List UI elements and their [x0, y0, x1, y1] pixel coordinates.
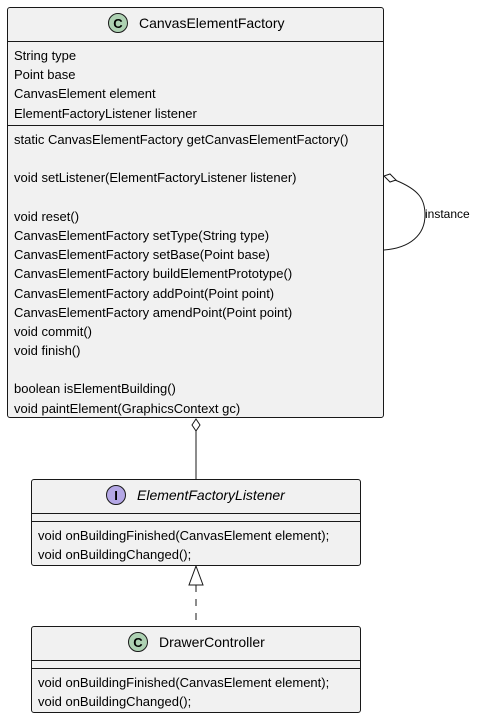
class-drawer-controller[interactable]: C DrawerController void onBuildingFinish…	[31, 626, 361, 713]
methods-section: static CanvasElementFactory getCanvasEle…	[8, 126, 383, 422]
interface-name: ElementFactoryListener	[137, 487, 285, 503]
class-header: C CanvasElementFactory	[8, 8, 383, 42]
method: void setListener(ElementFactoryListener …	[14, 170, 297, 186]
methods-section: void onBuildingFinished(CanvasElement el…	[32, 669, 360, 715]
method: void commit()	[14, 323, 93, 339]
method: void onBuildingFinished(CanvasElement el…	[38, 675, 330, 690]
attributes-section: String type Point base CanvasElement ele…	[8, 42, 383, 126]
attribute: Point base	[14, 67, 76, 83]
method: CanvasElementFactory buildElementPrototy…	[14, 266, 293, 282]
self-association-line	[383, 179, 426, 251]
fields-section	[32, 514, 360, 522]
attribute: CanvasElement element	[14, 86, 156, 102]
method: CanvasElementFactory setBase(Point base)	[14, 247, 270, 263]
method: void reset()	[14, 208, 80, 224]
attribute: String type	[14, 48, 77, 63]
fields-section	[32, 661, 360, 669]
class-c-icon: C	[108, 13, 128, 33]
interface-element-factory-listener[interactable]: I ElementFactoryListener void onBuilding…	[31, 479, 361, 566]
method: void finish()	[14, 343, 81, 359]
method: CanvasElementFactory setType(String type…	[14, 227, 270, 243]
class-canvas-element-factory[interactable]: C CanvasElementFactory String type Point…	[7, 7, 384, 418]
class-c-icon: C	[128, 632, 148, 652]
method: CanvasElementFactory amendPoint(Point po…	[14, 304, 293, 320]
self-aggregation-diamond	[383, 173, 397, 183]
methods-section: void onBuildingFinished(CanvasElement el…	[32, 522, 360, 568]
method: void onBuildingChanged();	[38, 547, 192, 563]
class-header: C DrawerController	[32, 627, 360, 661]
interface-i-icon: I	[106, 485, 126, 505]
method: CanvasElementFactory addPoint(Point poin…	[14, 285, 275, 301]
method: boolean isElementBuilding()	[14, 381, 176, 397]
realization-arrowhead	[188, 564, 204, 586]
method: void onBuildingChanged();	[38, 694, 192, 710]
interface-header: I ElementFactoryListener	[32, 480, 360, 514]
method: void onBuildingFinished(CanvasElement el…	[38, 528, 330, 543]
self-association-label: instance	[425, 207, 470, 221]
method: static CanvasElementFactory getCanvasEle…	[14, 132, 349, 147]
class-name: CanvasElementFactory	[139, 15, 285, 31]
method: void paintElement(GraphicsContext gc)	[14, 400, 241, 416]
class-name: DrawerController	[159, 634, 265, 650]
attribute: ElementFactoryListener listener	[14, 105, 197, 121]
